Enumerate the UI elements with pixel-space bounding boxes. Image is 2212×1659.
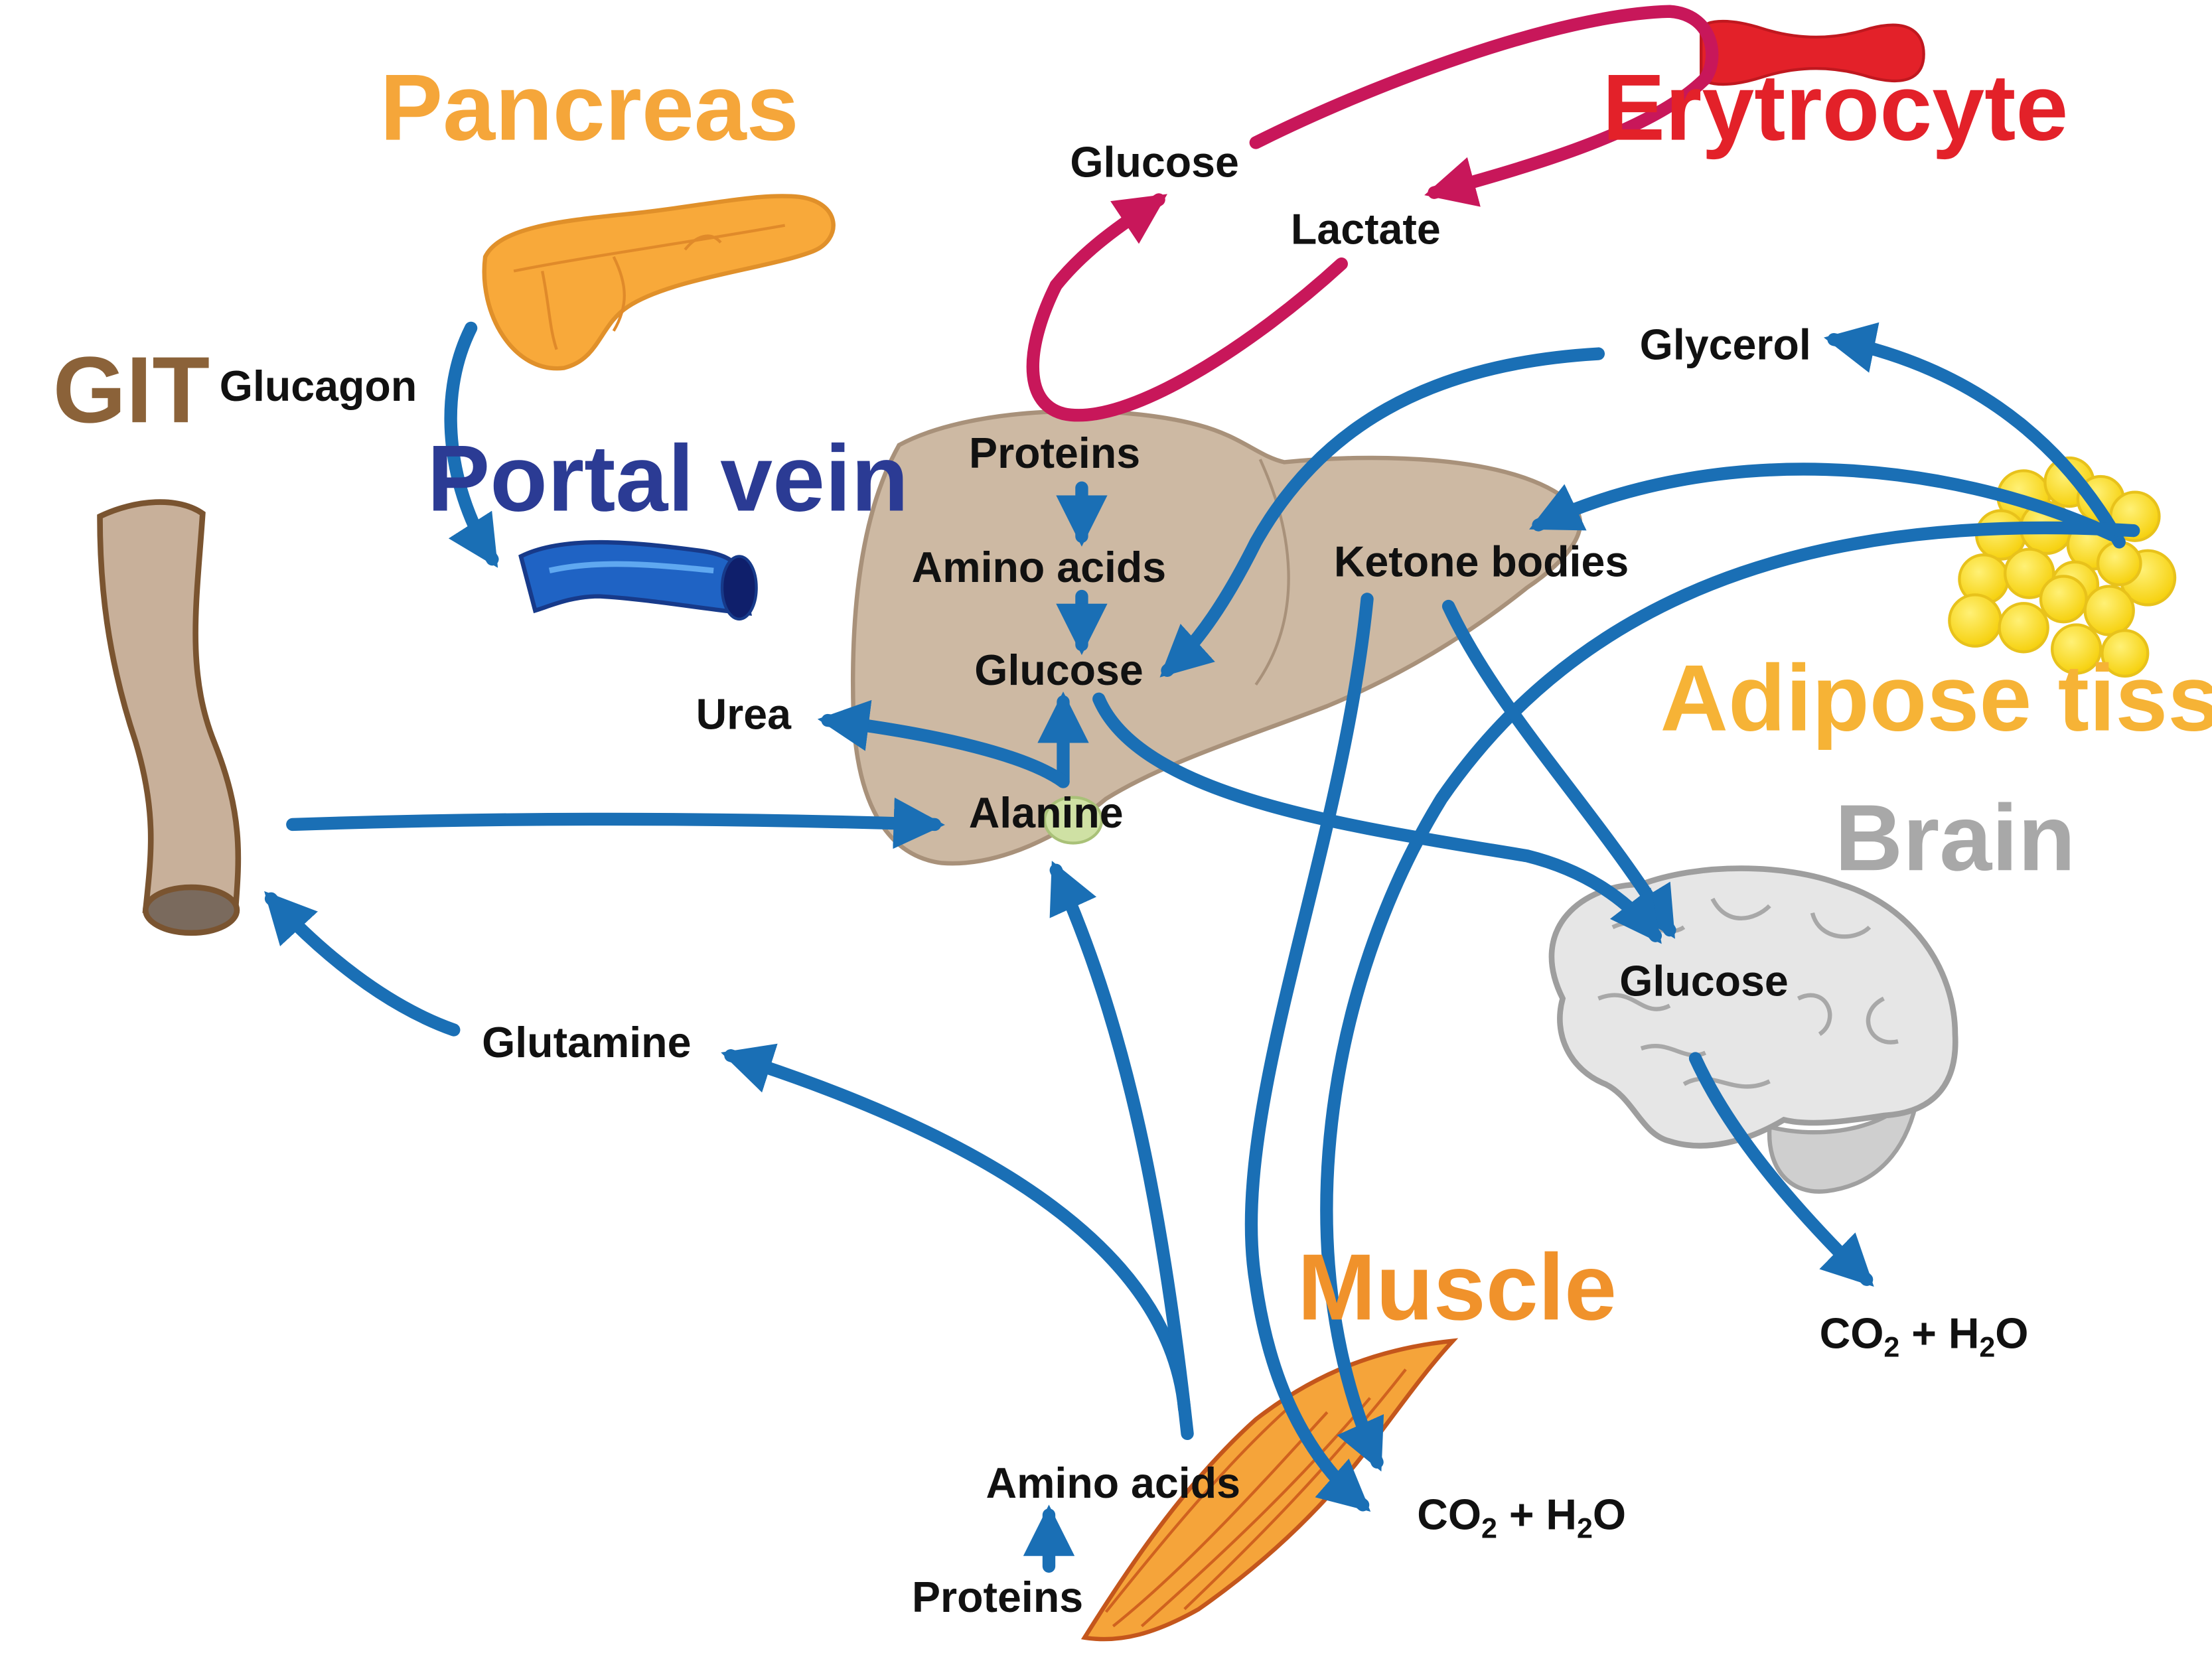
brain-co2-h2o-label: CO2 + H2O <box>1820 1309 2029 1363</box>
arrow-ketone-to-muscle-co2 <box>1244 593 1374 1512</box>
arrow-ketone-to-brain <box>1441 599 1676 939</box>
alanine-label: Alanine <box>969 789 1124 837</box>
arrow-alanine-to-urea <box>817 699 1070 788</box>
glycerol-label: Glycerol <box>1640 321 1811 369</box>
pancreas-label: Pancreas <box>380 56 799 161</box>
glutamine-label: Glutamine <box>482 1019 691 1066</box>
portal-vein-shape <box>518 540 758 621</box>
arrow-adipose-to-glycerol <box>1823 322 2126 549</box>
muscle-proteins-label: Proteins <box>912 1573 1083 1621</box>
pancreas-shape <box>482 194 836 371</box>
liver-glucose-label: Glucose <box>974 646 1143 694</box>
git-shape <box>97 499 242 936</box>
ketone-bodies-label: Ketone bodies <box>1334 538 1629 585</box>
urea-label: Urea <box>696 690 792 738</box>
arrow-glutamine-to-git <box>264 891 461 1037</box>
arrow-adipose-to-ketone-bodies <box>1529 463 2119 541</box>
brain-glucose-label: Glucose <box>1619 957 1788 1005</box>
arrow-liver-to-rbc-glucose <box>1049 193 1167 292</box>
arrow-muscle-to-alanine <box>1049 861 1194 1441</box>
erythrocyte-shape <box>1700 19 1925 86</box>
arrow-brain-glucose-to-co2 <box>1688 1052 1874 1287</box>
liver-proteins-label: Proteins <box>969 429 1140 477</box>
lactate-label: Lactate <box>1291 206 1441 253</box>
arrow-glucagon <box>444 321 499 568</box>
arrow-glucose-to-erythrocyte <box>1249 5 1719 149</box>
muscle-label: Muscle <box>1297 1235 1617 1340</box>
arrow-adipose-to-muscle-co2 <box>1320 521 2140 1472</box>
brain-label: Brain <box>1835 786 2076 891</box>
arrow-muscle-to-glutamine <box>721 1043 1191 1416</box>
liver-shape <box>850 409 1583 866</box>
git-label: GIT <box>53 338 210 443</box>
portal-vein-label: Portal vein <box>427 427 909 532</box>
adipose-label: Adipose tissue <box>1660 646 2212 751</box>
arrow-lactate-to-liver <box>1026 257 1348 422</box>
muscle-co2-h2o-label: CO2 + H2O <box>1417 1490 1626 1544</box>
rbc-glucose-label: Glucose <box>1070 139 1238 186</box>
arrow-liver-glucose-to-brain <box>1092 692 1662 944</box>
arrow-git-to-alanine <box>286 797 945 849</box>
glucagon-label: Glucagon <box>220 362 417 410</box>
liver-amino-acids-label: Amino acids <box>912 543 1166 591</box>
muscle-amino-acids-label: Amino acids <box>986 1459 1240 1507</box>
erythrocyte-label: Erytrocyte <box>1602 56 2068 161</box>
arrow-erythrocyte-to-lactate <box>1424 72 1712 207</box>
arrow-glycerol-to-glucose <box>1159 347 1605 678</box>
